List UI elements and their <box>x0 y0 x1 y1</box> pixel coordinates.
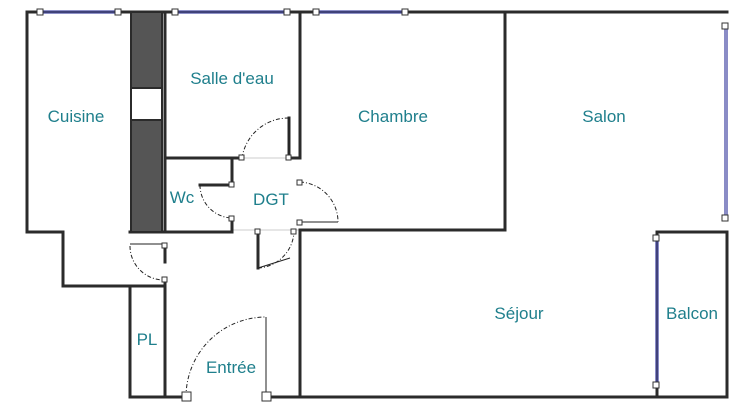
room-label-entree: Entrée <box>206 358 256 377</box>
room-label-chambre: Chambre <box>358 107 428 126</box>
room-labels: Cuisine Salle d'eau Chambre Salon Wc DGT… <box>48 69 718 377</box>
room-label-balcon: Balcon <box>666 304 718 323</box>
windows <box>40 10 728 385</box>
room-label-sejour: Séjour <box>494 304 543 323</box>
room-label-wc: Wc <box>170 188 195 207</box>
room-label-salle-d-eau: Salle d'eau <box>190 69 274 88</box>
room-label-dgt: DGT <box>253 190 289 209</box>
window-handles <box>36 8 729 389</box>
room-label-cuisine: Cuisine <box>48 107 105 126</box>
doors <box>129 117 339 402</box>
gaine-technique <box>130 11 163 233</box>
room-label-pl: PL <box>137 330 158 349</box>
room-label-salon: Salon <box>582 107 625 126</box>
